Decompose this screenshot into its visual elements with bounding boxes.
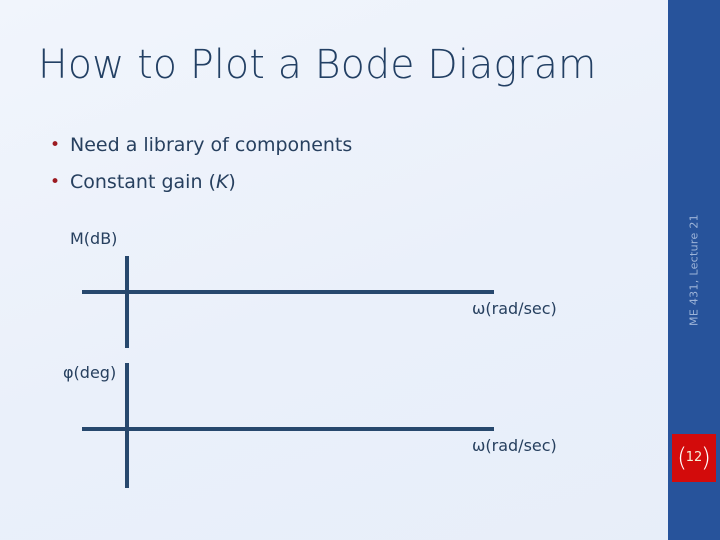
- page-number: 12: [685, 450, 703, 465]
- magnitude-horizontal-axis: [82, 290, 494, 294]
- bullet-marker-icon: •: [50, 135, 61, 155]
- phase-vertical-axis: [125, 363, 129, 488]
- bracket-left-icon: (: [677, 443, 688, 473]
- sidebar-course-label: ME 431, Lecture 21: [687, 214, 701, 326]
- bullet-symbol: K: [215, 171, 229, 193]
- phase-y-axis-label: φ(deg): [63, 363, 117, 382]
- magnitude-y-axis-label: M(dB): [70, 229, 118, 248]
- bode-diagram: M(dB) ω(rad/sec) φ(deg) ω(rad/sec): [63, 229, 557, 488]
- list-item: • Need a library of components: [44, 130, 584, 161]
- bracket-right-icon: ): [700, 443, 711, 473]
- bullet-text-tail: ): [228, 171, 236, 193]
- phase-horizontal-axis: [82, 427, 494, 431]
- bullet-text: Constant gain (: [70, 171, 216, 193]
- sidebar: ME 431, Lecture 21 ( 12 ): [668, 0, 720, 540]
- bullet-marker-icon: •: [50, 172, 61, 192]
- page-title: How to Plot a Bode Diagram: [38, 42, 597, 88]
- magnitude-x-axis-label: ω(rad/sec): [472, 299, 557, 318]
- page-number-badge: ( 12 ): [672, 434, 716, 482]
- bullet-text: Need a library of components: [70, 134, 353, 156]
- bullet-list: • Need a library of components • Constant …: [44, 130, 584, 204]
- list-item: • Constant gain (K): [44, 167, 584, 198]
- phase-x-axis-label: ω(rad/sec): [472, 436, 557, 455]
- magnitude-vertical-axis: [125, 256, 129, 348]
